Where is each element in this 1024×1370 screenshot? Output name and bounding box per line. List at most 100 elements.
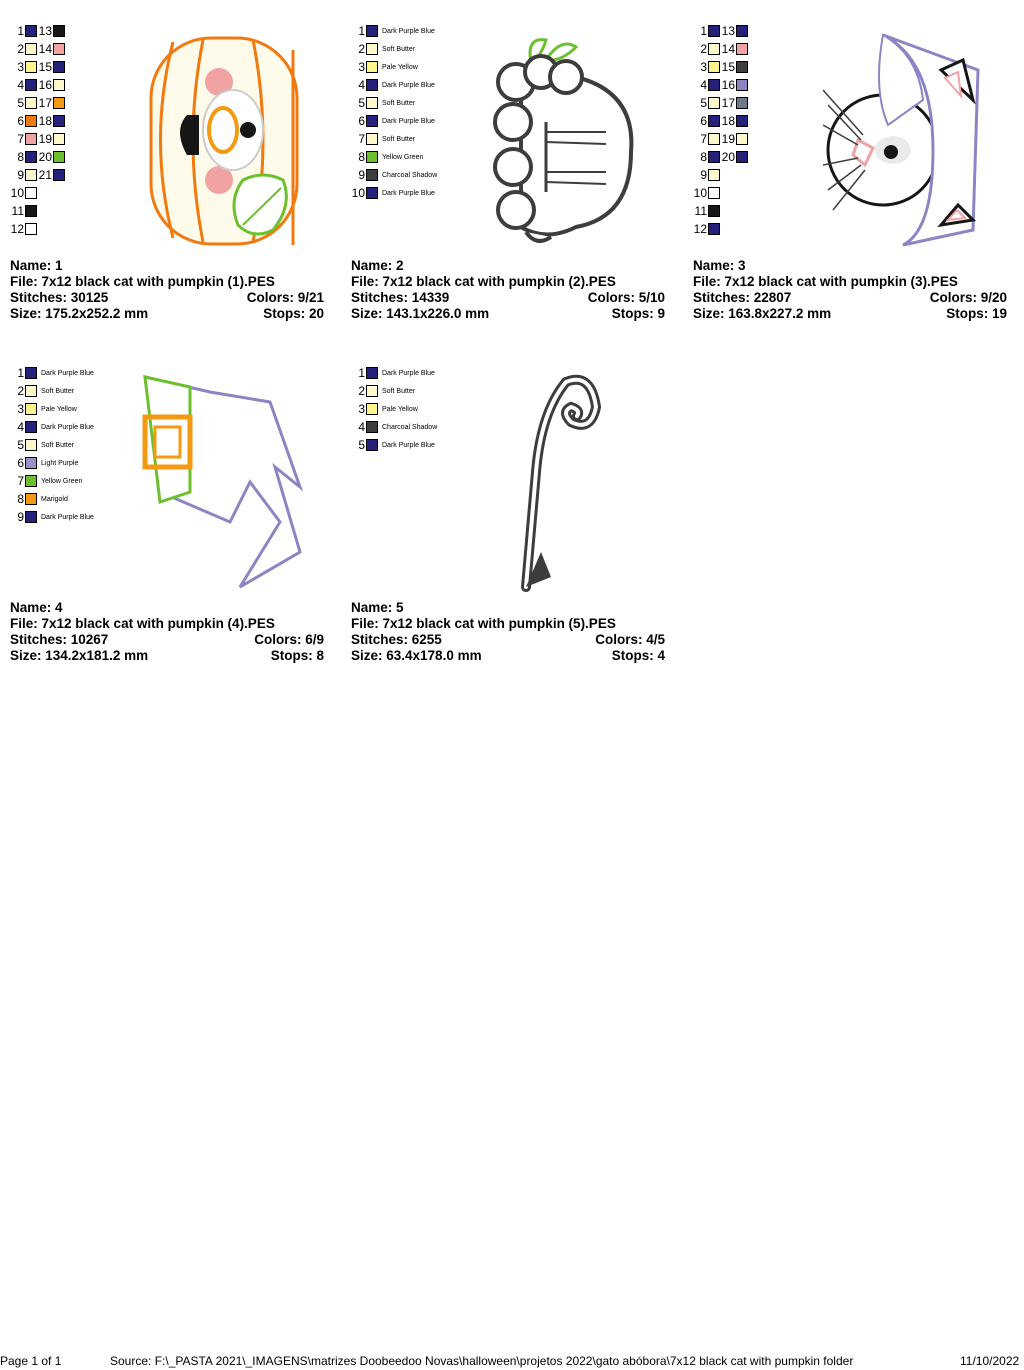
swatch-color-box xyxy=(736,133,748,145)
swatch-color-box xyxy=(366,169,378,181)
swatch-color-box xyxy=(366,439,378,451)
design-name: Name: 2 xyxy=(351,258,404,273)
design-size: Size: 63.4x178.0 mm xyxy=(351,648,482,663)
swatch-number: 9 xyxy=(700,168,707,182)
swatch-number: 9 xyxy=(17,510,24,524)
swatch-color-box xyxy=(366,367,378,379)
swatch-color-box xyxy=(736,61,748,73)
color-swatch: 3 xyxy=(10,60,37,74)
design-name: Name: 1 xyxy=(10,258,63,273)
color-swatch: 20 xyxy=(721,150,748,164)
color-swatch: 9 xyxy=(10,168,37,182)
swatch-color-box xyxy=(366,61,378,73)
swatch-color-box xyxy=(25,475,37,487)
swatch-color-box xyxy=(736,151,748,163)
design-stops: Stops: 9 xyxy=(611,306,665,321)
swatch-color-box xyxy=(53,61,65,73)
swatch-number: 12 xyxy=(10,222,24,236)
swatch-number: 2 xyxy=(700,42,707,56)
swatch-number: 1 xyxy=(358,24,365,38)
design-stitches: Stitches: 6255 xyxy=(351,632,442,647)
swatch-number: 5 xyxy=(17,438,24,452)
swatch-label: Soft Butter xyxy=(382,99,416,107)
swatch-color-box xyxy=(708,97,720,109)
swatch-number: 19 xyxy=(38,132,52,146)
design-stitches: Stitches: 30125 xyxy=(10,290,109,305)
color-swatch: 1 xyxy=(10,24,37,38)
swatch-color-box xyxy=(25,385,37,397)
color-swatch: 19 xyxy=(38,132,65,146)
design-file: File: 7x12 black cat with pumpkin (3).PE… xyxy=(693,274,958,289)
swatch-color-box xyxy=(25,367,37,379)
swatch-number: 2 xyxy=(358,42,365,56)
swatch-number: 15 xyxy=(38,60,52,74)
swatch-number: 16 xyxy=(721,78,735,92)
color-swatch: 10 xyxy=(10,186,37,200)
design-size: Size: 175.2x252.2 mm xyxy=(10,306,149,321)
swatch-number: 4 xyxy=(700,78,707,92)
swatch-color-box xyxy=(25,43,37,55)
swatch-color-box xyxy=(736,25,748,37)
swatch-number: 20 xyxy=(38,150,52,164)
color-swatch: 17 xyxy=(38,96,65,110)
design-stops: Stops: 8 xyxy=(270,648,324,663)
swatch-color-box xyxy=(708,133,720,145)
swatch-color-box xyxy=(366,403,378,415)
swatch-label: Dark Purple Blue xyxy=(382,81,435,89)
footer-page: Page 1 of 1 xyxy=(0,1354,62,1368)
swatch-color-box xyxy=(708,43,720,55)
swatch-label: Dark Purple Blue xyxy=(382,189,435,197)
design-3-thumbnail xyxy=(823,33,980,247)
swatch-number: 4 xyxy=(358,78,365,92)
color-swatch: 18 xyxy=(721,114,748,128)
swatch-color-box xyxy=(53,115,65,127)
swatch-color-box xyxy=(366,25,378,37)
color-swatch: 17 xyxy=(721,96,748,110)
swatch-number: 11 xyxy=(694,204,707,218)
design-name: Name: 3 xyxy=(693,258,746,273)
design-file: File: 7x12 black cat with pumpkin (1).PE… xyxy=(10,274,275,289)
swatch-color-box xyxy=(736,97,748,109)
swatch-number: 5 xyxy=(358,438,365,452)
swatch-color-box xyxy=(708,169,720,181)
swatch-color-box xyxy=(736,115,748,127)
swatch-label: Dark Purple Blue xyxy=(382,441,435,449)
swatch-number: 2 xyxy=(17,384,24,398)
color-swatch: 14 xyxy=(721,42,748,56)
swatch-color-box xyxy=(25,115,37,127)
color-swatch: 3 xyxy=(693,60,720,74)
swatch-number: 9 xyxy=(358,168,365,182)
design-colors: Colors: 9/21 xyxy=(246,290,324,305)
swatch-number: 1 xyxy=(17,24,24,38)
color-swatch: 5 xyxy=(10,96,37,110)
design-file: File: 7x12 black cat with pumpkin (2).PE… xyxy=(351,274,616,289)
color-swatch: 15 xyxy=(38,60,65,74)
swatch-label: Marigold xyxy=(41,495,68,503)
swatch-number: 6 xyxy=(17,114,24,128)
color-swatch: 16 xyxy=(721,78,748,92)
swatch-number: 10 xyxy=(693,186,707,200)
swatch-number: 8 xyxy=(17,492,24,506)
swatch-color-box xyxy=(25,205,37,217)
swatch-number: 15 xyxy=(721,60,735,74)
swatch-number: 11 xyxy=(11,204,24,218)
design-stops: Stops: 19 xyxy=(946,306,1007,321)
swatch-color-box xyxy=(736,43,748,55)
design-file: File: 7x12 black cat with pumpkin (4).PE… xyxy=(10,616,275,631)
color-swatch: 8 xyxy=(693,150,720,164)
design-size: Size: 134.2x181.2 mm xyxy=(10,648,149,663)
color-swatch: 18 xyxy=(38,114,65,128)
swatch-number: 14 xyxy=(38,42,52,56)
color-swatch: 13 xyxy=(721,24,748,38)
swatch-color-box xyxy=(366,79,378,91)
